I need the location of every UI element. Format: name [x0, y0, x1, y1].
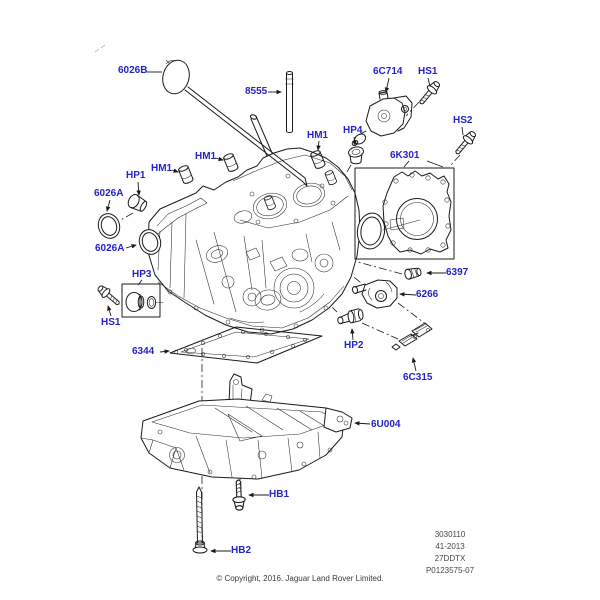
copyright-text: © Copyright, 2016. Jaguar Land Rover Lim… [216, 574, 384, 583]
bolt-hs2 [451, 128, 479, 158]
plug-hp4 [348, 146, 364, 165]
callout-6026b[interactable]: 6026B [118, 65, 148, 76]
oil-pan-gasket-6344 [169, 326, 323, 364]
callout-6c315[interactable]: 6C315 [403, 372, 433, 383]
callout-hp4[interactable]: HP4 [343, 125, 363, 136]
callout-8555[interactable]: 8555 [245, 86, 268, 97]
sensor-bracket-6c315 [391, 322, 433, 351]
callout-hs1-top[interactable]: HS1 [418, 66, 438, 77]
dipstick-guide-tube-8555 [285, 71, 294, 133]
seal-ring-6026a-upper [97, 213, 121, 239]
callout-6026a-lower[interactable]: 6026A [95, 243, 125, 254]
doc-number-line: 41-2013 [435, 542, 465, 551]
callout-hs1-lower[interactable]: HS1 [101, 317, 121, 328]
callout-6266[interactable]: 6266 [416, 289, 439, 300]
core-plug-hp1 [127, 194, 148, 212]
bolt-hb1 [231, 479, 247, 511]
callout-6397[interactable]: 6397 [446, 267, 469, 278]
callout-6c714[interactable]: 6C714 [373, 66, 403, 77]
callout-6344[interactable]: 6344 [132, 346, 155, 357]
callout-6026a-upper[interactable]: 6026A [94, 188, 124, 199]
callout-hs2[interactable]: HS2 [453, 115, 473, 126]
doc-number-line: P0123575-07 [425, 566, 475, 575]
callout-hm1-mid[interactable]: HM1 [195, 151, 217, 162]
bolt-hs1-lower [95, 282, 123, 309]
dipstick-tube-lower [249, 114, 273, 157]
callout-hm1-left[interactable]: HM1 [151, 163, 173, 174]
doc-number-line: 27DDTX [434, 554, 466, 563]
doc-number-block: 3030110 41-2013 27DDTX P0123575-07 [398, 529, 502, 577]
callout-hb1[interactable]: HB1 [269, 489, 290, 500]
oil-pressure-housing-6c714 [351, 90, 413, 146]
crankshaft-position-sensor-6266 [351, 279, 398, 309]
engine-block-drawing [147, 147, 361, 335]
oil-pressure-sensor-hp2 [337, 308, 364, 325]
leader-lines [106, 71, 464, 554]
callout-hp2[interactable]: HP2 [344, 340, 364, 351]
rear-seal-kit-box-6k301 [354, 160, 455, 260]
oil-pan-6u004 [140, 373, 353, 480]
dipstick-rod [184, 86, 308, 187]
registration-ticks [94, 44, 106, 53]
plug-kit-box-hp3 [121, 283, 164, 318]
blanking-plug-6397 [404, 267, 422, 280]
doc-number-line: 3030110 [434, 530, 466, 539]
callout-hb2[interactable]: HB2 [231, 545, 252, 556]
dowel-pin-hm1-mid [222, 152, 240, 173]
dipstick-handle-oval [162, 59, 190, 95]
callout-6u004[interactable]: 6U004 [371, 419, 401, 430]
seal-ring-6026a-lower [138, 229, 162, 255]
callout-6k301[interactable]: 6K301 [390, 150, 420, 161]
bolt-hb2 [192, 486, 208, 554]
callout-hm1-right[interactable]: HM1 [307, 130, 329, 141]
dowel-pin-hm1-left [177, 164, 195, 185]
callout-hp3[interactable]: HP3 [132, 269, 152, 280]
callout-hp1[interactable]: HP1 [126, 170, 146, 181]
